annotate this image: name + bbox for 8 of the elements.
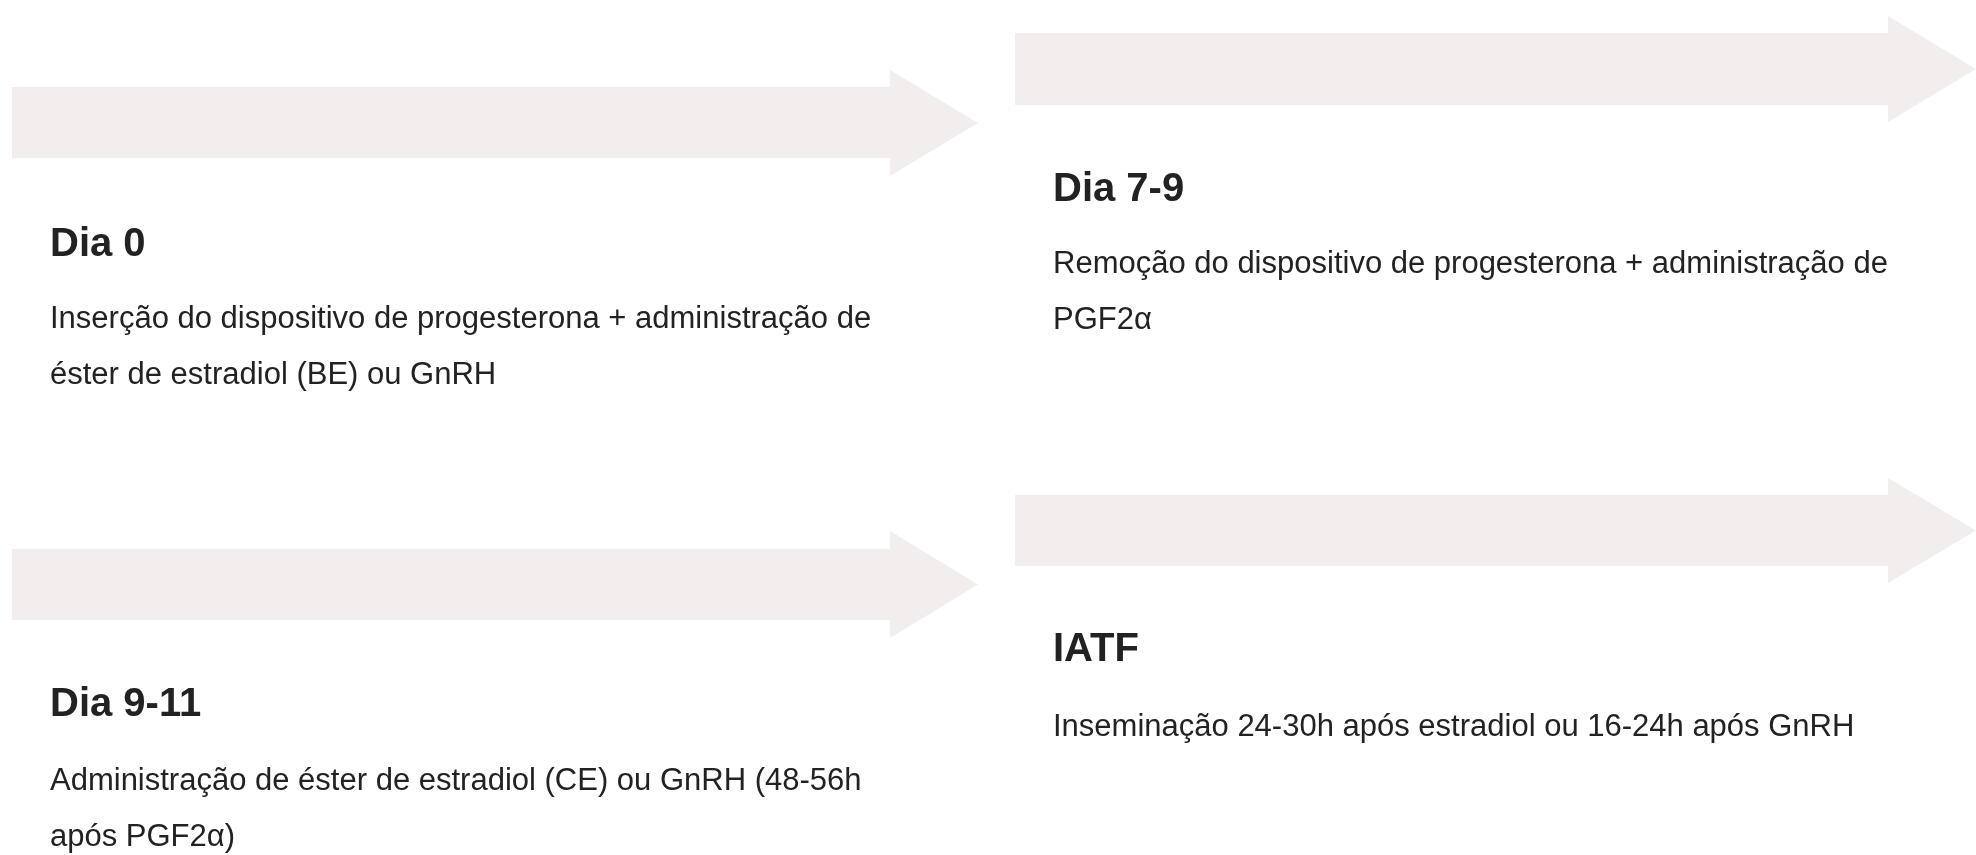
step-heading: Dia 7-9 <box>1053 165 1185 210</box>
step-heading: IATF <box>1053 625 1139 670</box>
step-heading: Dia 0 <box>50 220 146 265</box>
step-description: Remoção do dispositivo de progesterona + administração de PGF2α <box>1053 244 1889 338</box>
step-description: Inserção do dispositivo de progesterona + administração de éster de estradiol (BE) ou GnRH <box>50 299 873 393</box>
step-heading: Dia 9-11 <box>50 680 202 725</box>
step-description: Inseminação 24-30h após estradiol ou 16-24h após GnRH <box>1053 707 1856 745</box>
step-description: Administração de éster de estradiol (CE) ou GnRH (48-56h após PGF2α) <box>50 761 863 855</box>
